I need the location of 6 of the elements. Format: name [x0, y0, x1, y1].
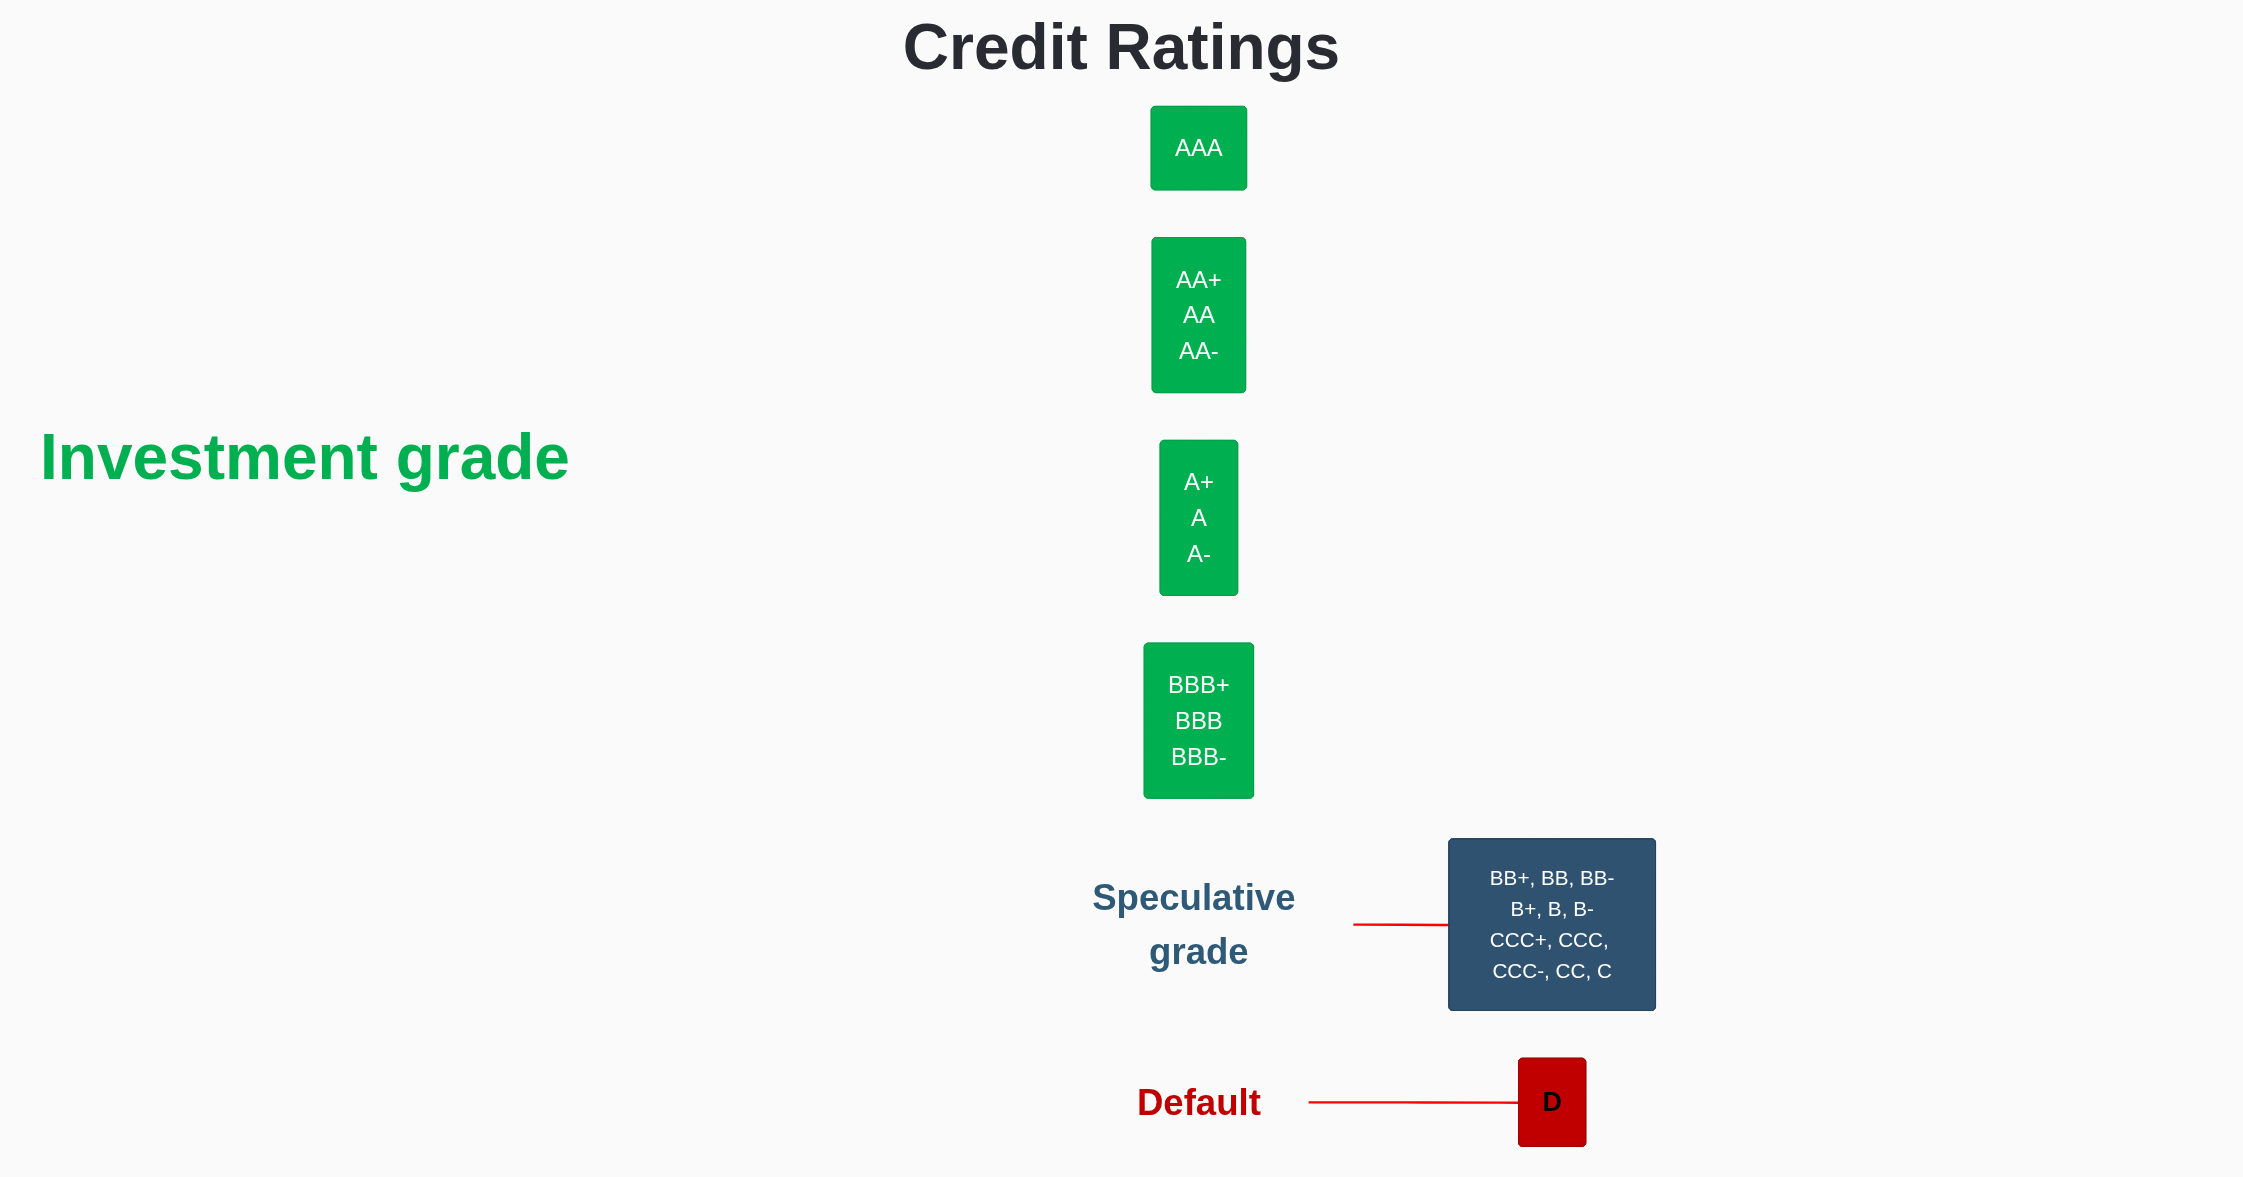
connector — [1308, 1101, 1519, 1104]
title: Credit Ratings — [901, 10, 1342, 84]
node-text: Default — [1136, 1081, 1261, 1123]
node-text: Speculative grade — [1092, 876, 1296, 973]
group-label: Investment grade — [40, 420, 570, 494]
connector — [1353, 923, 1450, 927]
